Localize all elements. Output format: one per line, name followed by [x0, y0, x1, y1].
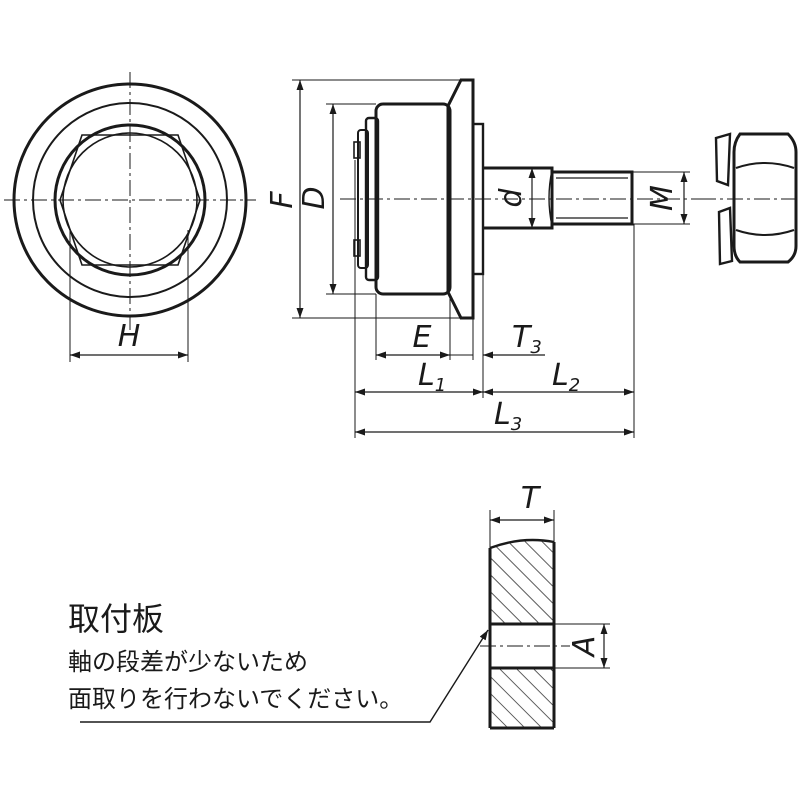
label-d-shaft: d	[494, 188, 529, 208]
plate-hatch-bottom	[490, 668, 554, 728]
note-line-1: 軸の段差が少ないため	[68, 648, 308, 676]
mounting-plate-section	[80, 510, 610, 730]
side-view	[292, 78, 700, 438]
label-a: A	[567, 636, 602, 659]
spring-washer-top	[714, 132, 732, 187]
label-l2-sub: 2	[569, 375, 580, 396]
hex-nut	[732, 132, 798, 264]
front-view	[4, 72, 256, 362]
label-d-outer: D	[297, 186, 332, 209]
label-l3-main: L	[494, 397, 511, 432]
label-l1-sub: 1	[435, 375, 446, 396]
label-l1-main: L	[418, 358, 435, 393]
plate-break-line	[489, 538, 555, 550]
label-l1: L1	[418, 358, 446, 396]
label-t3: T3	[512, 320, 542, 358]
threaded-end	[552, 170, 634, 226]
label-l2-main: L	[552, 358, 569, 393]
label-t3-sub: 3	[530, 337, 541, 358]
label-f: F	[265, 191, 300, 209]
plate-hatch-top	[490, 540, 554, 624]
nut-and-washer	[700, 132, 800, 266]
label-l3-sub: 3	[511, 414, 522, 435]
spring-washer-bottom	[717, 206, 734, 266]
note-line-2: 面取りを行わないでください。	[68, 685, 403, 713]
seal-tab-top	[353, 141, 361, 159]
nut-face-upper	[735, 162, 795, 169]
nut-face-lower	[735, 229, 795, 236]
label-e: E	[413, 320, 432, 355]
seal-tab-bottom	[353, 239, 361, 257]
label-t: T	[521, 481, 542, 516]
label-l3: L3	[494, 397, 522, 435]
note-title: 取付板	[68, 600, 164, 638]
shaft	[483, 166, 554, 230]
thread-runout	[548, 169, 553, 227]
label-t3-main: T	[512, 320, 533, 355]
note-leader-line	[80, 629, 489, 723]
label-m: M	[645, 185, 680, 211]
label-l2: L2	[552, 358, 580, 396]
label-h: H	[118, 319, 141, 354]
